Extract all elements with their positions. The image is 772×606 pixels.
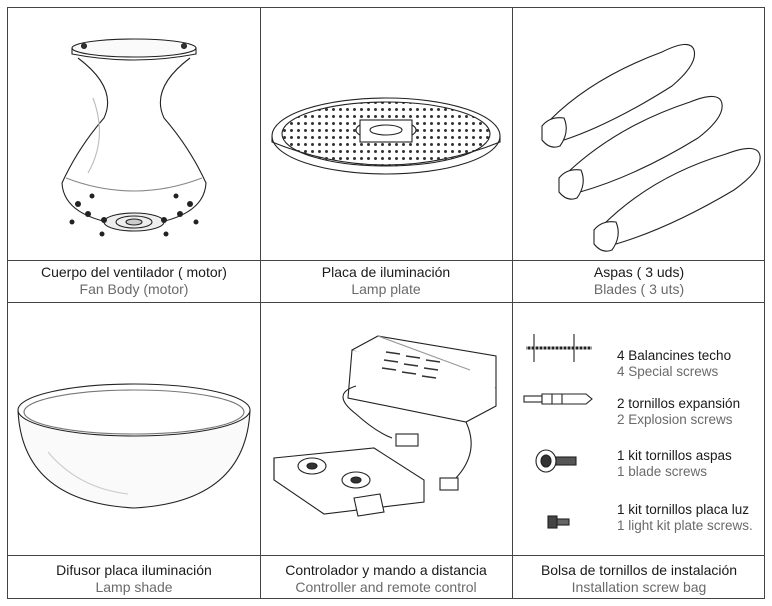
part-cell-lamp-shade: Difusor placa iluminación Lamp shade bbox=[8, 302, 260, 600]
screw-item: 1 kit tornillos aspas 1 blade screws bbox=[617, 448, 732, 480]
screw-name-es: 2 tornillos expansión bbox=[617, 396, 741, 411]
screw-name-en: 2 Explosion screws bbox=[617, 412, 733, 427]
part-caption: Aspas ( 3 uds) Blades ( 3 uts) bbox=[512, 264, 766, 298]
screw-name-es: 4 Balancines techo bbox=[617, 348, 732, 363]
fan-blades-illustration bbox=[541, 43, 761, 252]
row-divider bbox=[8, 302, 764, 303]
lamp-shade-illustration bbox=[17, 383, 251, 509]
screw-name-es: 1 kit tornillos placa luz bbox=[617, 502, 750, 517]
screw-name-en: 1 blade screws bbox=[617, 464, 708, 479]
part-cell-fan-body: Cuerpo del ventilador ( motor) Fan Body … bbox=[8, 8, 260, 302]
part-name-en: Lamp plate bbox=[351, 281, 421, 297]
screw-name-en: 4 Special screws bbox=[617, 364, 719, 379]
part-name-en: Blades ( 3 uts) bbox=[593, 281, 685, 297]
part-caption: Difusor placa iluminación Lamp shade bbox=[8, 562, 260, 596]
part-name-en: Lamp shade bbox=[95, 579, 173, 595]
part-name-en: Controller and remote control bbox=[295, 579, 477, 595]
lamp-plate-illustration bbox=[271, 97, 501, 175]
blade-screw-icon bbox=[535, 449, 577, 473]
part-cell-lamp-plate: Placa de iluminación Lamp plate bbox=[260, 8, 512, 302]
part-name-es: Aspas ( 3 uds) bbox=[593, 264, 685, 280]
screw-item: 2 tornillos expansión 2 Explosion screws bbox=[617, 396, 740, 428]
part-cell-screw-bag: 4 Balancines techo 4 Special screws 2 to… bbox=[512, 302, 766, 600]
light-plate-screw-icon bbox=[547, 515, 570, 529]
part-caption: Controlador y mando a distancia Controll… bbox=[260, 562, 512, 596]
special-screw-icon bbox=[526, 334, 592, 362]
part-cell-blades: Aspas ( 3 uds) Blades ( 3 uts) bbox=[512, 8, 766, 302]
part-name-es: Bolsa de tornillos de instalación bbox=[540, 562, 738, 578]
part-name-es: Cuerpo del ventilador ( motor) bbox=[41, 264, 227, 280]
column-divider bbox=[260, 8, 261, 598]
part-name-es: Placa de iluminación bbox=[321, 264, 451, 280]
part-caption: Bolsa de tornillos de instalación Instal… bbox=[512, 562, 766, 596]
controller-remote-illustration bbox=[273, 335, 497, 517]
row-divider bbox=[8, 260, 764, 261]
screw-name-es: 1 kit tornillos aspas bbox=[617, 448, 732, 463]
row-divider bbox=[8, 555, 764, 556]
part-name-es: Controlador y mando a distancia bbox=[285, 562, 487, 578]
parts-grid: Cuerpo del ventilador ( motor) Fan Body … bbox=[7, 7, 765, 599]
screw-item: 4 Balancines techo 4 Special screws bbox=[617, 348, 731, 380]
expansion-screw-icon bbox=[523, 393, 593, 405]
column-divider bbox=[512, 8, 513, 598]
part-name-en: Installation screw bag bbox=[571, 579, 707, 595]
part-caption: Placa de iluminación Lamp plate bbox=[260, 264, 512, 298]
part-name-en: Fan Body (motor) bbox=[79, 281, 189, 297]
fan-body-motor-illustration bbox=[61, 38, 207, 237]
part-name-es: Difusor placa iluminación bbox=[56, 562, 212, 578]
part-cell-controller: Controlador y mando a distancia Controll… bbox=[260, 302, 512, 600]
screw-item: 1 kit tornillos placa luz 1 light kit pl… bbox=[617, 502, 753, 534]
screw-name-en: 1 light kit plate screws. bbox=[617, 518, 753, 533]
part-caption: Cuerpo del ventilador ( motor) Fan Body … bbox=[8, 264, 260, 298]
